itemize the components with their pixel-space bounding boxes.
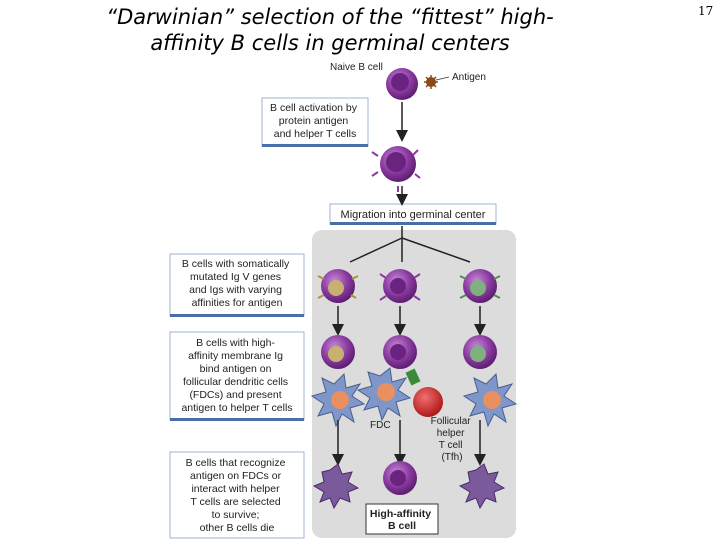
high-affinity-line-6: antigen to helper T cells xyxy=(181,402,292,414)
high-affinity-line-5: (FDCs) and present xyxy=(189,389,281,401)
selection-line-1: B cells that recognize xyxy=(186,457,286,469)
fdc-label: FDC xyxy=(370,420,391,431)
fdc-cell-left xyxy=(310,372,366,428)
result-line-1: High-affinity xyxy=(370,508,431,520)
antigen-label: Antigen xyxy=(452,72,486,83)
high-affinity-b-cell xyxy=(383,461,417,495)
selection-line-3: interact with helper xyxy=(191,483,280,495)
selection-line-2: antigen on FDCs or xyxy=(190,470,282,482)
antigen-icon xyxy=(424,75,438,89)
migration-label-box: Migration into germinal center xyxy=(329,203,497,225)
selection-line-6: other B cells die xyxy=(200,522,275,534)
title-line-1: “Darwinian” selection of the “fittest” h… xyxy=(106,5,554,29)
mutated-line-1: B cells with somatically xyxy=(182,258,290,270)
high-affinity-line-3: bind antigen on xyxy=(200,363,272,375)
mutated-line-2: mutated Ig V genes xyxy=(190,271,281,283)
naive-b-cell-label: Naive B cell xyxy=(330,62,383,73)
activation-line-2: protein antigen xyxy=(279,115,349,127)
activation-line-1: B cell activation by xyxy=(270,102,358,114)
mutated-b-cell-2 xyxy=(379,269,421,303)
svg-text:B cells that recognize a: B cells that recognize antigen on FDCs o… xyxy=(186,457,289,534)
slide-title: “Darwinian” selection of the “fittest” h… xyxy=(40,4,620,56)
svg-text:B cells with high- affin: B cells with high- affinity membrane Ig … xyxy=(181,337,292,414)
svg-text:B cell activation by pro: B cell activation by protein antigen and… xyxy=(270,102,360,140)
migration-label: Migration into germinal center xyxy=(341,209,486,221)
high-affinity-label-box: B cells with high- affinity membrane Ig … xyxy=(169,331,305,421)
b-cell-row2-2 xyxy=(383,335,417,369)
activation-line-3: and helper T cells xyxy=(274,128,357,140)
selection-line-4: T cells are selected xyxy=(190,496,280,508)
high-affinity-line-2: affinity membrane Ig xyxy=(188,350,283,362)
title-line-2: affinity B cells in germinal centers xyxy=(150,31,510,55)
dying-cell-left xyxy=(312,463,360,510)
mutated-line-4: affinities for antigen xyxy=(192,297,283,309)
b-cell-row2-1 xyxy=(321,335,355,369)
tfh-cell xyxy=(405,368,443,417)
mutated-label-box: B cells with somatically mutated Ig V ge… xyxy=(169,253,305,317)
mutated-line-3: and Igs with varying xyxy=(189,284,282,296)
mutated-b-cell-3 xyxy=(459,269,501,303)
high-affinity-line-4: follicular dendritic cells xyxy=(183,376,288,388)
fdc-cell-center xyxy=(356,367,412,422)
svg-text:B cells with somatically: B cells with somatically mutated Ig V ge… xyxy=(182,258,292,309)
high-affinity-line-1: B cells with high- xyxy=(196,337,275,349)
b-cell-row2-3 xyxy=(463,335,497,369)
mutated-b-cell-1 xyxy=(317,269,359,303)
naive-b-cell xyxy=(386,68,418,100)
high-affinity-result-box: High-affinity B cell xyxy=(365,503,439,535)
dying-cell-right xyxy=(458,463,506,510)
selection-line-5: to survive; xyxy=(212,509,260,521)
page-number: 17 xyxy=(698,4,714,18)
activated-b-cell xyxy=(371,146,421,192)
svg-text:High-affinity B cell: High-affinity B cell xyxy=(370,508,434,532)
fdc-cell-right xyxy=(462,372,518,428)
result-line-2: B cell xyxy=(388,520,416,532)
activation-label-box: B cell activation by protein antigen and… xyxy=(261,97,369,147)
selection-label-box: B cells that recognize antigen on FDCs o… xyxy=(169,451,305,539)
tfh-label: Follicular helper T cell (Tfh) xyxy=(431,416,474,463)
